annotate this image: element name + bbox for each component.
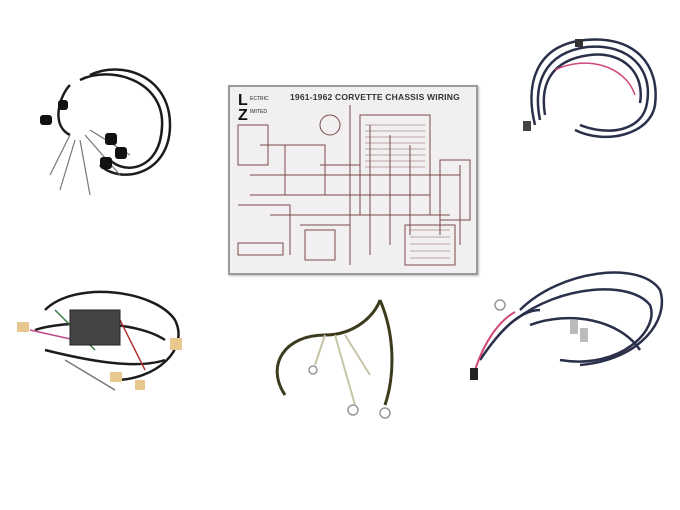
svg-text:Z: Z — [238, 107, 248, 121]
harness-bottom-center — [275, 299, 394, 419]
wiring-diagram-poster: L Z ECTRIC IMITED 1961-1962 CORVETTE CHA… — [228, 85, 478, 275]
harness-top-right — [523, 38, 657, 139]
harness-bottom-left — [17, 290, 182, 391]
svg-text:IMITED: IMITED — [250, 109, 267, 115]
harness-bottom-right — [470, 271, 663, 380]
electric-limited-logo: L Z ECTRIC IMITED — [238, 92, 269, 121]
svg-text:ECTRIC: ECTRIC — [250, 96, 269, 102]
svg-text:L: L — [238, 92, 248, 109]
diagram-title: 1961-1962 CORVETTE CHASSIS WIRING — [290, 92, 460, 102]
schematic-drawing — [237, 105, 471, 266]
harness-top-left — [40, 68, 172, 196]
